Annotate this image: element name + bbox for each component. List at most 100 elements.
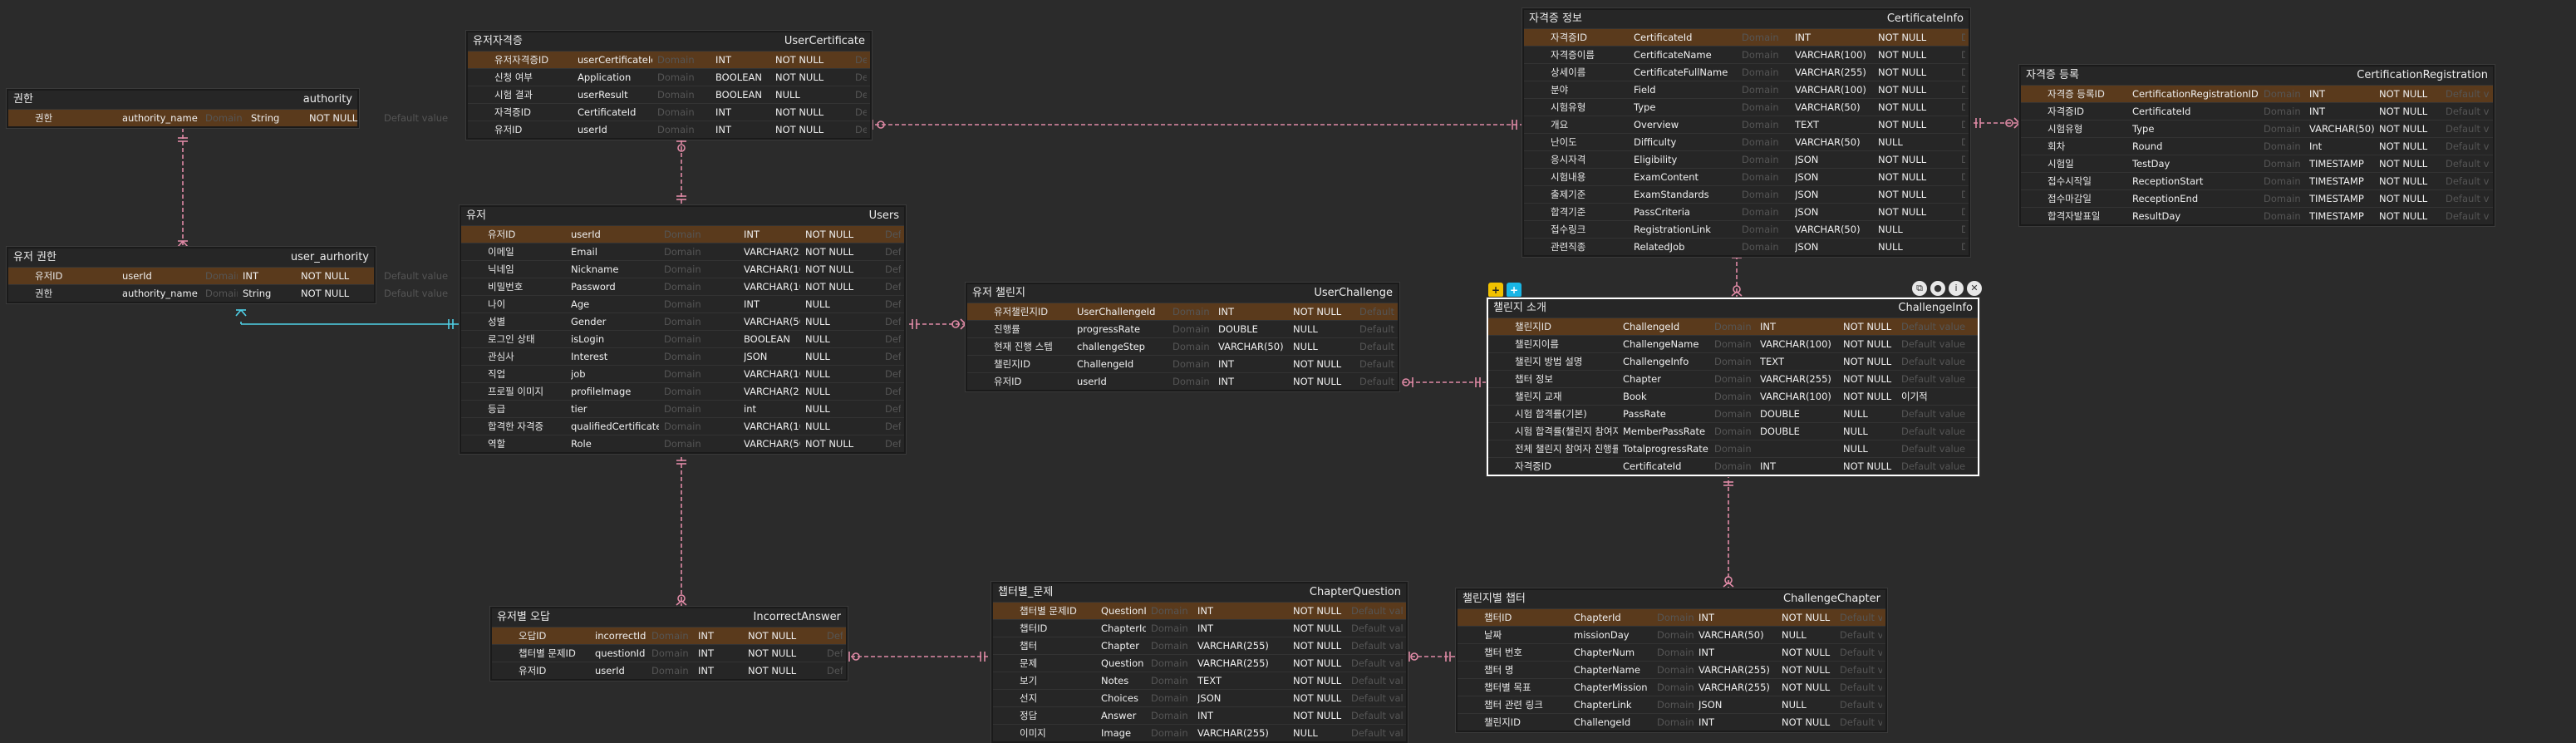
column-domain[interactable]: Domain: [1151, 710, 1188, 721]
column-physical-name[interactable]: ExamContent: [1634, 171, 1699, 183]
column-data-type[interactable]: DOUBLE: [1218, 323, 1258, 335]
column-physical-name[interactable]: CertificationRegistrationID: [2132, 88, 2259, 100]
column-default-value[interactable]: Default value: [827, 647, 843, 659]
palette-icon[interactable]: ●: [1930, 281, 1945, 296]
column-nullable[interactable]: NULL: [1843, 426, 1868, 437]
column-physical-name[interactable]: authority_name: [122, 112, 198, 124]
column-nullable[interactable]: NOT NULL: [1878, 101, 1927, 113]
column-logical-name[interactable]: 챌린지 교재: [1515, 391, 1562, 402]
column-nullable[interactable]: NULL: [805, 368, 830, 380]
column-nullable[interactable]: NOT NULL: [1843, 338, 1892, 350]
column-default-value[interactable]: Default value: [2446, 106, 2490, 117]
column-default-value[interactable]: Default value: [885, 333, 901, 345]
column-default-value[interactable]: Default value: [885, 386, 901, 397]
column-physical-name[interactable]: Email: [571, 246, 597, 258]
column-logical-name[interactable]: 챌린지이름: [1515, 338, 1559, 350]
column-data-type[interactable]: VARCHAR(100): [744, 368, 800, 380]
column-domain[interactable]: Domain: [205, 270, 238, 282]
column-default-value[interactable]: Default value: [2446, 193, 2490, 204]
column-logical-name[interactable]: 이메일: [488, 246, 514, 258]
column-default-value[interactable]: Default value: [1901, 443, 1966, 455]
column-domain[interactable]: Domain: [1714, 408, 1752, 420]
column-data-type[interactable]: BOOLEAN: [715, 89, 762, 101]
column-physical-name[interactable]: missionDay: [1574, 629, 1630, 641]
column-logical-name[interactable]: 관심사: [488, 351, 514, 362]
column-data-type[interactable]: INT: [2309, 88, 2326, 100]
column-default-value[interactable]: Default value: [1351, 692, 1403, 704]
column-data-type[interactable]: INT: [744, 229, 760, 240]
column-nullable[interactable]: NOT NULL: [1843, 373, 1892, 385]
column-domain[interactable]: Domain: [1657, 629, 1694, 641]
column-physical-name[interactable]: userId: [1077, 376, 1107, 387]
column-default-value[interactable]: Default value: [885, 229, 901, 240]
column-logical-name[interactable]: 전체 챌린지 참여자 진행률: [1515, 443, 1618, 455]
column-data-type[interactable]: String: [251, 112, 280, 124]
column-domain[interactable]: Domain: [664, 368, 701, 380]
column-physical-name[interactable]: ExamStandards: [1634, 189, 1709, 200]
column-data-type[interactable]: JSON: [744, 351, 768, 362]
column-data-type[interactable]: TEXT: [1197, 675, 1222, 686]
column-default-value[interactable]: Default value: [1351, 675, 1403, 686]
column-physical-name[interactable]: userResult: [578, 89, 628, 101]
entity-user_aurhority[interactable]: 유저 권한user_aurhority⚿⚿유저IDuserIdDomainINT…: [7, 247, 448, 303]
column-physical-name[interactable]: Application: [578, 71, 632, 83]
column-default-value[interactable]: Default value: [1961, 154, 1965, 165]
column-data-type[interactable]: INT: [2309, 106, 2326, 117]
column-domain[interactable]: Domain: [1657, 664, 1694, 676]
column-data-type[interactable]: INT: [715, 124, 732, 135]
column-domain[interactable]: Domain: [2264, 158, 2301, 170]
column-default-value[interactable]: Default value: [1840, 716, 1882, 728]
column-physical-name[interactable]: Password: [571, 281, 616, 293]
column-physical-name[interactable]: ResultDay: [2132, 210, 2181, 222]
column-domain[interactable]: Domain: [1151, 692, 1188, 704]
column-nullable[interactable]: NOT NULL: [775, 71, 824, 83]
column-default-value[interactable]: Default value: [855, 124, 867, 135]
column-default-value[interactable]: Default value: [885, 403, 901, 415]
column-data-type[interactable]: BOOLEAN: [715, 71, 762, 83]
column-nullable[interactable]: NOT NULL: [1843, 356, 1892, 367]
column-physical-name[interactable]: Answer: [1101, 710, 1137, 721]
column-nullable[interactable]: NULL: [1782, 629, 1807, 641]
column-logical-name[interactable]: 권한: [35, 112, 53, 124]
column-data-type[interactable]: DOUBLE: [1760, 426, 1800, 437]
column-default-value[interactable]: Default value: [2446, 210, 2490, 222]
column-domain[interactable]: Domain: [664, 438, 701, 450]
column-nullable[interactable]: NOT NULL: [2379, 123, 2428, 135]
column-data-type[interactable]: VARCHAR(1000): [744, 421, 800, 432]
column-logical-name[interactable]: 유저ID: [994, 376, 1022, 387]
column-row[interactable]: 나이AgeDomainINTNULLDefault value: [461, 295, 904, 312]
column-nullable[interactable]: NOT NULL: [805, 438, 854, 450]
column-physical-name[interactable]: Difficulty: [1634, 136, 1677, 148]
column-data-type[interactable]: VARCHAR(100): [744, 263, 800, 275]
column-domain[interactable]: Domain: [1742, 119, 1779, 130]
column-domain[interactable]: Domain: [2264, 175, 2301, 187]
column-logical-name[interactable]: 로그인 상태: [488, 333, 535, 345]
column-logical-name[interactable]: 이미지: [1020, 727, 1046, 739]
column-data-type[interactable]: VARCHAR(100): [1795, 49, 1866, 61]
column-domain[interactable]: Domain: [2264, 106, 2301, 117]
column-data-type[interactable]: INT: [744, 298, 760, 310]
column-domain[interactable]: Domain: [1172, 323, 1210, 335]
column-domain[interactable]: Domain: [657, 54, 695, 66]
column-logical-name[interactable]: 난이도: [1551, 136, 1577, 148]
column-data-type[interactable]: JSON: [1698, 699, 1723, 711]
column-logical-name[interactable]: 자격증ID: [1515, 460, 1551, 472]
column-logical-name[interactable]: 유저자격증ID: [494, 54, 549, 66]
column-row[interactable]: ⚿챕터별 문제IDQuestionIdDomainINTNOT NULLDefa…: [993, 602, 1406, 619]
column-physical-name[interactable]: ReceptionEnd: [2132, 193, 2199, 204]
entity-CertificateInfo[interactable]: 자격증 정보CertificateInfo⚿자격증IDCertificateId…: [1522, 8, 1970, 257]
column-default-value[interactable]: Default value: [1359, 323, 1394, 335]
